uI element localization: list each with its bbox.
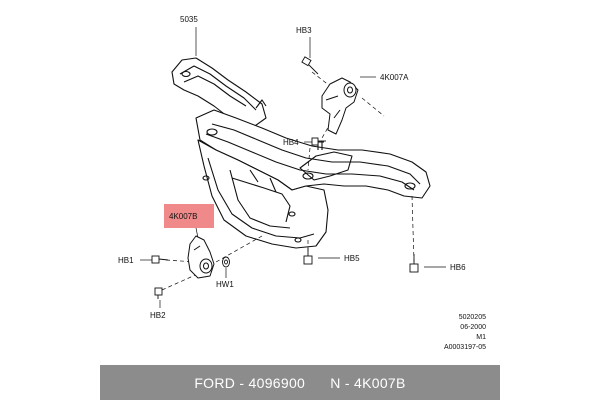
bolt-hb1	[151, 255, 169, 264]
reference-line-1: 5020205	[459, 314, 486, 321]
label-hb4: HB4	[283, 138, 299, 147]
footer-brand-part: FORD - 4096900	[194, 374, 306, 391]
highlight-box	[164, 204, 214, 228]
reference-line-4: A0003197-05	[444, 344, 486, 351]
bolt-hb3	[301, 56, 319, 75]
subframe-drawing	[171, 57, 431, 249]
mount-bracket-left	[187, 235, 215, 279]
label-hb1: HB1	[118, 256, 134, 265]
exploded-parts-diagram: 5035 HB3 4K007A HB4 4K007B HB1 HW1 HB2 H…	[118, 15, 486, 351]
label-hb5: HB5	[344, 254, 360, 263]
label-hb3: HB3	[296, 26, 312, 35]
bolt-hb4	[311, 137, 326, 146]
washer-hw1	[222, 256, 230, 268]
label-hb2: HB2	[150, 311, 166, 320]
reference-line-2: 06-2000	[460, 324, 486, 331]
label-hb6: HB6	[450, 263, 466, 272]
label-mount-left: 4K007B	[169, 212, 197, 221]
footer-bar: FORD - 4096900 N - 4K007B	[100, 365, 500, 400]
footer-oem-part: N - 4K007B	[330, 374, 406, 391]
mount-bracket-right	[321, 77, 359, 135]
footer-spacer	[305, 375, 330, 391]
label-frame: 5035	[180, 15, 198, 24]
bolt-hb6	[409, 254, 419, 273]
bolt-hb5	[303, 248, 313, 265]
label-hw1: HW1	[216, 280, 234, 289]
label-mount-right: 4K007A	[380, 73, 409, 82]
reference-line-3: M1	[476, 334, 486, 341]
reference-block: 5020205 06-2000 M1 A0003197-05	[444, 314, 486, 351]
bolt-hb2	[154, 287, 163, 299]
